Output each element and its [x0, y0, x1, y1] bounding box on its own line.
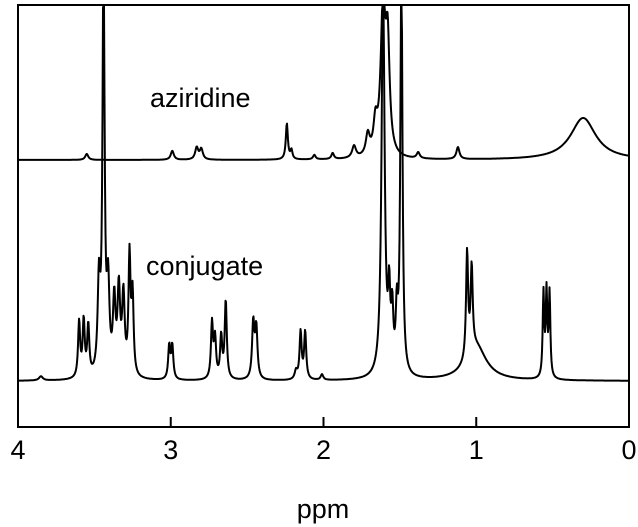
series-label-aziridine: aziridine: [150, 83, 251, 113]
x-tick-label-3: 3: [163, 435, 178, 465]
x-tick-label-2: 2: [316, 435, 331, 465]
x-axis-ticks: [17, 417, 630, 427]
trace-conjugate: [18, 5, 629, 382]
x-axis-tick-labels: 4 3 2 1 0: [10, 435, 636, 465]
x-axis-label: ppm: [297, 494, 350, 524]
plot-frame: [17, 4, 630, 428]
spectrum-traces: [18, 5, 629, 382]
x-tick-label-1: 1: [469, 435, 484, 465]
x-tick-label-0: 0: [621, 435, 636, 465]
trace-aziridine: [18, 5, 629, 161]
series-label-conjugate: conjugate: [146, 251, 263, 281]
x-tick-label-4: 4: [10, 435, 25, 465]
